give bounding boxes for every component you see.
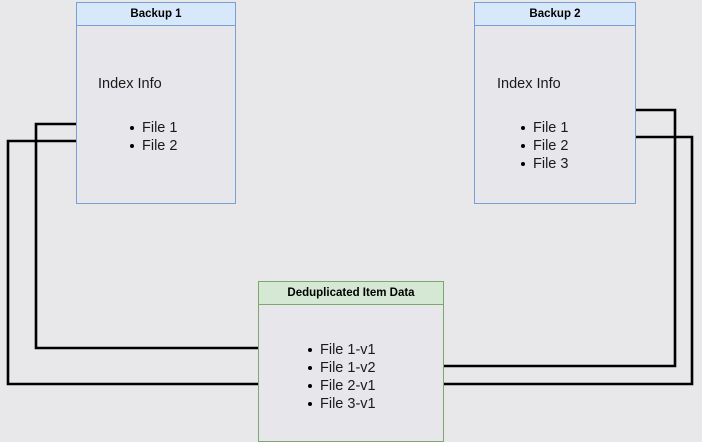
list-item: File 2-v1 — [306, 377, 376, 395]
backup-2-body: Index Info File 1 File 2 File 3 — [475, 26, 635, 203]
backup-1-body: Index Info File 1 File 2 — [77, 26, 235, 203]
backup-2-file-list: File 1 File 2 File 3 — [519, 119, 568, 173]
list-item: File 2 — [128, 137, 177, 155]
backup-1-index-info-label: Index Info — [98, 76, 162, 92]
list-item: File 1 — [128, 119, 177, 137]
list-item: File 3-v1 — [306, 395, 376, 413]
list-item: File 1-v1 — [306, 341, 376, 359]
list-item: File 2 — [519, 137, 568, 155]
deduplicated-item-data-box[interactable]: Deduplicated Item Data File 1-v1 File 1-… — [258, 281, 444, 442]
backup-2-index-info-label: Index Info — [497, 76, 561, 92]
list-item: File 3 — [519, 155, 568, 173]
backup-2-header: Backup 2 — [475, 3, 635, 26]
deduplicated-item-data-body: File 1-v1 File 1-v2 File 2-v1 File 3-v1 — [259, 305, 443, 441]
list-item: File 1 — [519, 119, 568, 137]
backup-1-file-list: File 1 File 2 — [128, 119, 177, 155]
dedup-file-list: File 1-v1 File 1-v2 File 2-v1 File 3-v1 — [306, 341, 376, 413]
backup-1-header: Backup 1 — [77, 3, 235, 26]
backup-1-box[interactable]: Backup 1 Index Info File 1 File 2 — [76, 2, 236, 204]
backup-2-box[interactable]: Backup 2 Index Info File 1 File 2 File 3 — [474, 2, 636, 204]
list-item: File 1-v2 — [306, 359, 376, 377]
deduplicated-item-data-header: Deduplicated Item Data — [259, 282, 443, 305]
